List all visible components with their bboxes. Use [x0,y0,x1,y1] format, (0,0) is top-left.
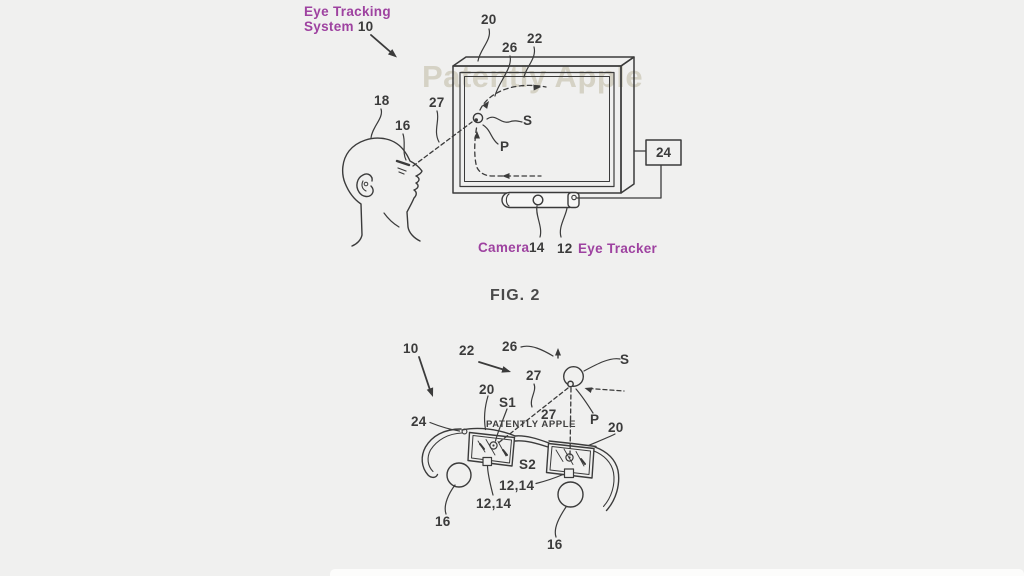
ear-dot [363,181,369,187]
right-lens-inner [549,446,591,475]
figure2-leaders [429,395,616,538]
right-camera-module [563,468,575,479]
ref-12-tracker: 12 [557,241,573,256]
ear-inner [361,180,367,192]
leader-27-upper [530,383,536,408]
direction-arrow-26 [520,345,561,359]
eye-tracker-bar-drawing [501,191,580,209]
trajectory-dashed [474,84,547,179]
ref-20-display: 20 [481,12,497,27]
hinge [461,428,468,435]
eye-tracker-label: Eye Tracker [578,241,658,256]
ref-14-camera: 14 [529,240,545,255]
ref-20-left-lens: 20 [479,382,495,397]
right-lens-outer [545,442,595,479]
ref-24-computer: 24 [655,145,672,160]
ref-10-fig2: 10 [403,341,419,356]
ref-16-left-eye: 16 [435,514,451,529]
ref-s-sphere: S [620,352,630,367]
system-pointer-arrow [370,34,397,58]
glasses-drawing [421,427,620,512]
ref-27-lower: 27 [541,407,557,422]
gaze-rays-dashed [496,387,625,457]
watermark-patently-apple-dark: PATENTLY APPLE [486,419,577,430]
ref-p-point: P [500,139,510,154]
ref-24-frame: 24 [411,414,427,429]
left-lens-outer [467,431,516,467]
figure-caption: FIG. 2 [490,287,541,304]
ear-outer [356,173,374,198]
top-bar-right [548,440,597,448]
neck-line [383,212,400,228]
camera-label: Camera [478,240,530,255]
right-temple-inner [593,450,615,508]
monitor-drawing [452,56,635,194]
s1-sensor [489,441,498,450]
sight-line-dashed [412,121,473,167]
bridge [514,435,550,448]
figure1-drawing [341,28,682,247]
computer-box-drawing [576,139,682,199]
ref-16-right-eye: 16 [547,537,563,552]
left-temple-inner [427,432,463,473]
ref-20-right-lens: 20 [608,420,624,435]
ref-26-direction: 26 [502,40,518,55]
right-eye-circle [557,481,584,508]
right-temple-outer [594,446,620,512]
head-profile-drawing [341,137,423,247]
ref-p-fig2: P [590,412,600,427]
eye-tracking-system-title-line1: Eye Tracking [304,4,391,19]
figure1-leaders [370,28,568,238]
ref-27-upper: 27 [526,368,542,383]
ref-18-head: 18 [374,93,390,108]
ref-s1: S1 [499,395,517,410]
eyebrow [395,159,411,167]
ref-27-gaze-line: 27 [429,95,445,110]
left-eye-circle [446,462,472,488]
ref-16-eye: 16 [395,118,411,133]
eye-strokes [397,167,407,175]
left-temple-outer [421,428,462,479]
s2-sensor [565,453,574,462]
ref-22-trajectory: 22 [527,31,543,46]
left-camera-module [482,456,493,467]
pointer-arrows [418,356,511,397]
left-lens-inner [471,435,512,464]
camera-lens [532,194,544,206]
ref-1214-right: 12,14 [499,478,535,493]
ref-26-fig2: 26 [502,339,518,354]
bottom-white-bar [330,569,1024,576]
ref-1214-left: 12,14 [476,496,512,511]
ray-arrowhead [584,387,593,394]
ref-22-fig2: 22 [459,343,475,358]
figure2-drawing [418,345,625,538]
lens-highlights [479,443,586,465]
gaze-point-drawing [472,112,523,145]
ref-s2: S2 [519,457,537,472]
ref-10-fig1: 10 [357,19,374,34]
sphere-drawing [563,358,621,414]
ref-s-point: S [523,113,533,128]
title-word-system: System [304,19,354,34]
